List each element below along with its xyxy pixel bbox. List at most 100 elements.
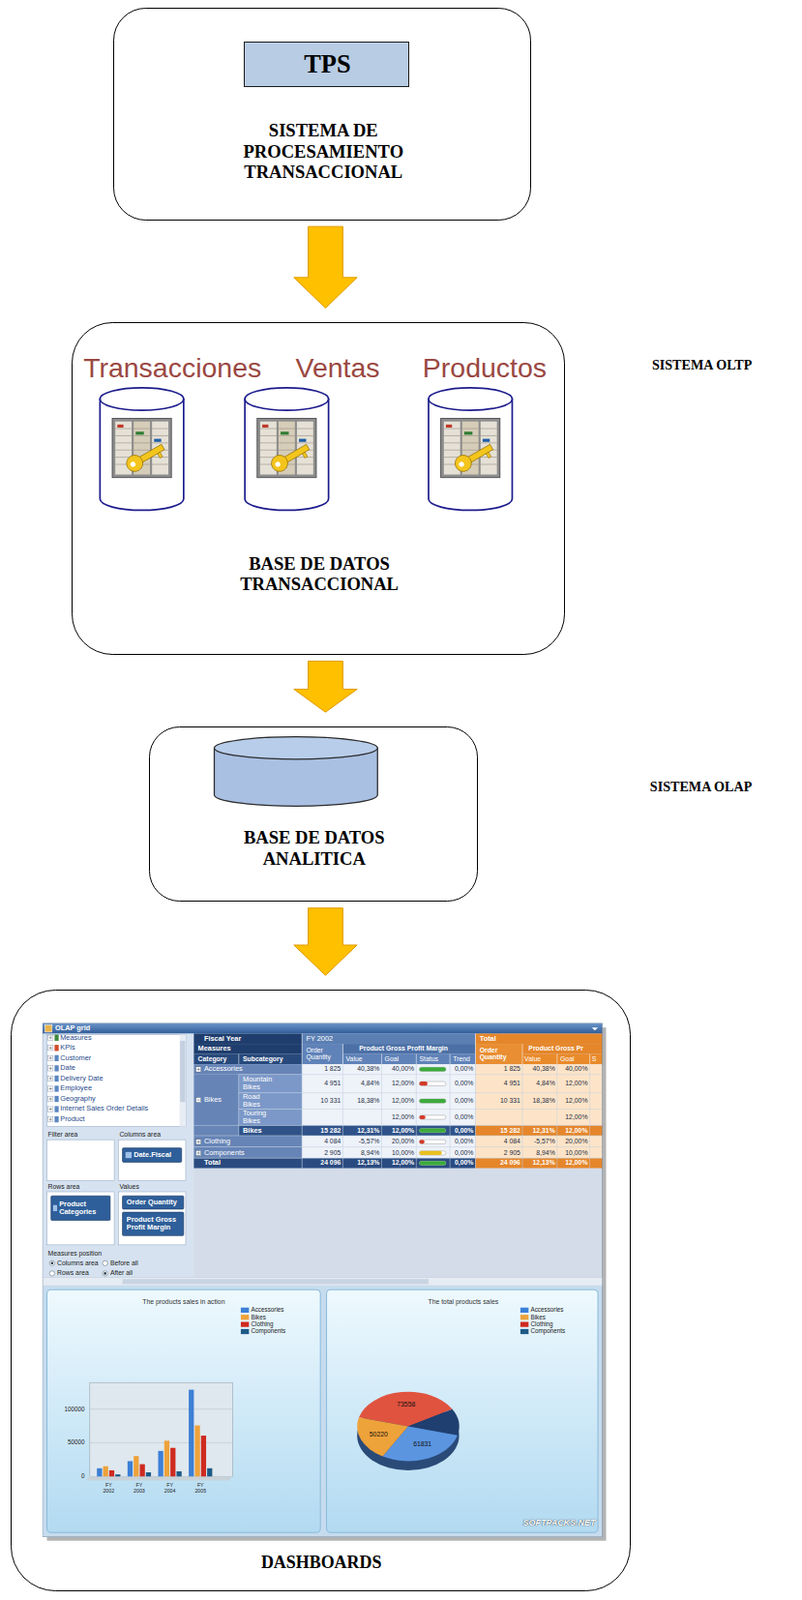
grid-cell: 12,00%	[391, 1097, 415, 1105]
olap-screenshot	[522, 1043, 602, 1055]
grid-cell: 2 905	[324, 1149, 341, 1158]
grid-cell: -5,57%	[534, 1137, 556, 1146]
olap-screenshot	[118, 1191, 186, 1246]
grid-header: Product Gross Profit Margin	[358, 1044, 448, 1053]
panel-text: Date.Fiscal	[133, 1151, 172, 1159]
olap-screenshot	[592, 1027, 598, 1031]
block-arrow	[294, 908, 357, 977]
grid-cell: 15 282	[500, 1127, 521, 1135]
panel-text: Geography	[59, 1095, 96, 1103]
panel-text: After all	[110, 1270, 133, 1278]
grid-cell: 0,00%	[454, 1127, 474, 1135]
grid-cell: 4,84%	[535, 1079, 555, 1088]
panel-text: Rows area	[57, 1270, 90, 1278]
grid-cell: 0,00%	[454, 1097, 474, 1105]
grid-cell: 12,00%	[564, 1113, 588, 1122]
olap-screenshot	[122, 1278, 429, 1284]
chart-text: FY 2004	[163, 1483, 178, 1495]
expand-icon	[197, 1068, 201, 1156]
bar-chart	[86, 1476, 234, 1481]
status-bar	[418, 1160, 446, 1165]
olap-screenshot	[49, 1260, 55, 1266]
chart-text: Bikes	[250, 1313, 266, 1321]
grid-cell: 4 951	[504, 1079, 521, 1088]
grid-header: Fiscal Year	[204, 1035, 241, 1043]
grid-cell: 0,00%	[454, 1113, 474, 1122]
pie-chart	[520, 1307, 529, 1313]
chart-text: FY 2003	[132, 1483, 147, 1495]
olap-screenshot	[342, 1043, 476, 1055]
grid-header: Status	[418, 1055, 438, 1064]
olap-screenshot	[238, 1109, 302, 1127]
grid-cell: 18,38%	[533, 1097, 556, 1105]
grid-cell: 4 951	[324, 1079, 341, 1088]
status-bar	[418, 1067, 446, 1165]
olap-screenshot	[475, 1043, 523, 1065]
panel-text: Product Categories	[59, 1200, 111, 1217]
row-header: Clothing	[204, 1137, 231, 1146]
chart-text: Bikes	[530, 1313, 545, 1321]
database-group-box: TransaccionesVentasProductosBASE DE DATO…	[71, 322, 565, 655]
tree-icon	[54, 1085, 59, 1092]
chart-text: Accessories	[530, 1306, 564, 1314]
pie-chart	[356, 1307, 529, 1471]
olap-screenshot	[102, 1260, 108, 1266]
panel-text: KPIs	[59, 1043, 76, 1052]
status-bar	[418, 1128, 446, 1133]
olap-screenshot	[51, 1195, 111, 1220]
tree-icon	[54, 1035, 59, 1041]
bar-chart	[240, 1321, 249, 1327]
bar-chart	[89, 1382, 234, 1477]
olap-screenshot	[238, 1034, 591, 1066]
olap-screenshot	[122, 1148, 182, 1163]
panel-text: Measures position	[48, 1249, 103, 1258]
grid-cell: 8,94%	[535, 1149, 555, 1158]
grid-header: Total	[479, 1035, 497, 1043]
chart-text: 100000	[63, 1405, 85, 1413]
olap-screenshot	[326, 1289, 599, 1533]
bar-chart	[194, 1425, 200, 1478]
block-arrow	[294, 660, 357, 713]
database-cylinder-icon	[244, 387, 328, 511]
grid-cell: 10 331	[320, 1097, 341, 1105]
chart-text: FY 2005	[193, 1483, 208, 1495]
grid-header: Category	[198, 1055, 228, 1064]
status-bar	[418, 1115, 425, 1120]
olap-screenshot	[301, 1125, 476, 1136]
cylinder-label: Ventas	[296, 353, 381, 384]
olap-screenshot	[238, 1125, 302, 1136]
grid-cell: 40,38%	[356, 1066, 380, 1074]
olap-screenshot	[475, 1034, 602, 1045]
grid-cell: 12,31%	[356, 1127, 380, 1135]
bar-chart	[133, 1455, 139, 1477]
status-bar	[418, 1139, 446, 1144]
grid-cell: 1 825	[324, 1066, 341, 1074]
grid-cell: 12,00%	[391, 1159, 415, 1168]
tree-icon	[49, 1036, 53, 1122]
grid-header: Value	[346, 1055, 363, 1064]
chart-text: The products sales in action	[142, 1298, 225, 1307]
olap-screenshot	[44, 1025, 52, 1033]
grid-cell: 40,38%	[533, 1066, 556, 1074]
panel-text: OLAP grid	[55, 1024, 90, 1033]
olap-screenshot	[193, 1158, 302, 1169]
olap-screenshot	[118, 1139, 186, 1181]
tree-icon	[54, 1055, 59, 1062]
olap-screenshot	[238, 1074, 302, 1094]
bar-chart	[157, 1451, 163, 1477]
tree-icon	[54, 1096, 59, 1102]
bar-chart	[127, 1460, 133, 1477]
database-cylinder-icon	[99, 387, 512, 511]
grid-cell: 0,00%	[454, 1137, 474, 1146]
grid-cell: 12,00%	[564, 1159, 588, 1168]
tree-icon	[54, 1105, 59, 1112]
grid-cell: -5,57%	[358, 1137, 381, 1146]
grid-cell: 4 084	[324, 1137, 341, 1146]
panel-text: Order Quantity	[126, 1198, 178, 1207]
grid-header: FY 2002	[305, 1035, 333, 1043]
row-header: Mountain Bikes	[242, 1075, 280, 1092]
panel-text: Delivery Date	[59, 1074, 103, 1083]
chart-text: 61831	[413, 1441, 432, 1450]
grid-cell: 20,00%	[564, 1137, 588, 1146]
